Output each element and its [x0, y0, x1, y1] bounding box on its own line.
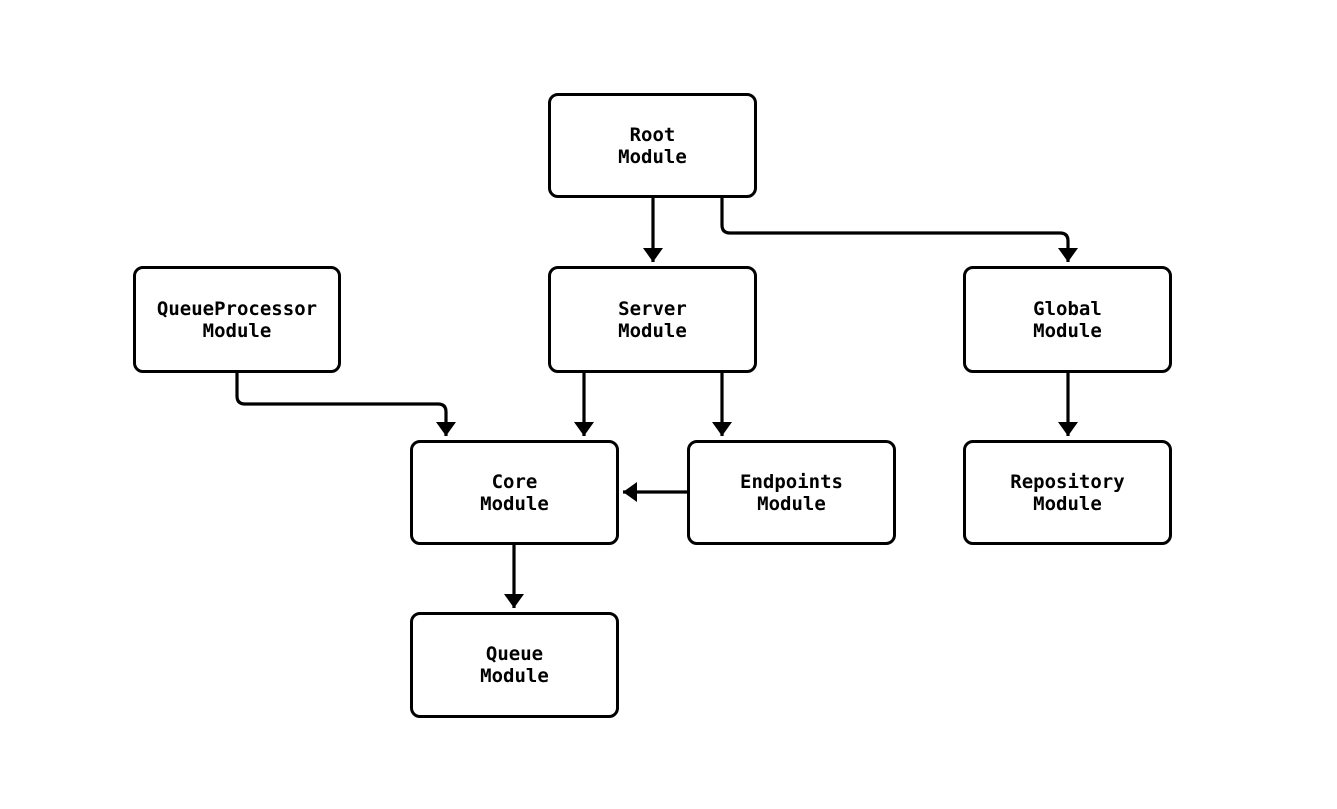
node-queue-module: Queue Module — [410, 612, 619, 718]
node-repository-module: Repository Module — [963, 440, 1172, 545]
node-global-module: Global Module — [963, 266, 1172, 373]
node-core-module: Core Module — [410, 440, 619, 545]
node-server-module: Server Module — [548, 266, 757, 373]
node-queueprocessor-module: QueueProcessor Module — [133, 266, 341, 373]
node-endpoints-module: Endpoints Module — [687, 440, 896, 545]
node-root-module: Root Module — [548, 93, 757, 198]
edge-root-to-global — [720, 198, 1078, 262]
edge-queueprocessor-to-core — [235, 373, 456, 436]
